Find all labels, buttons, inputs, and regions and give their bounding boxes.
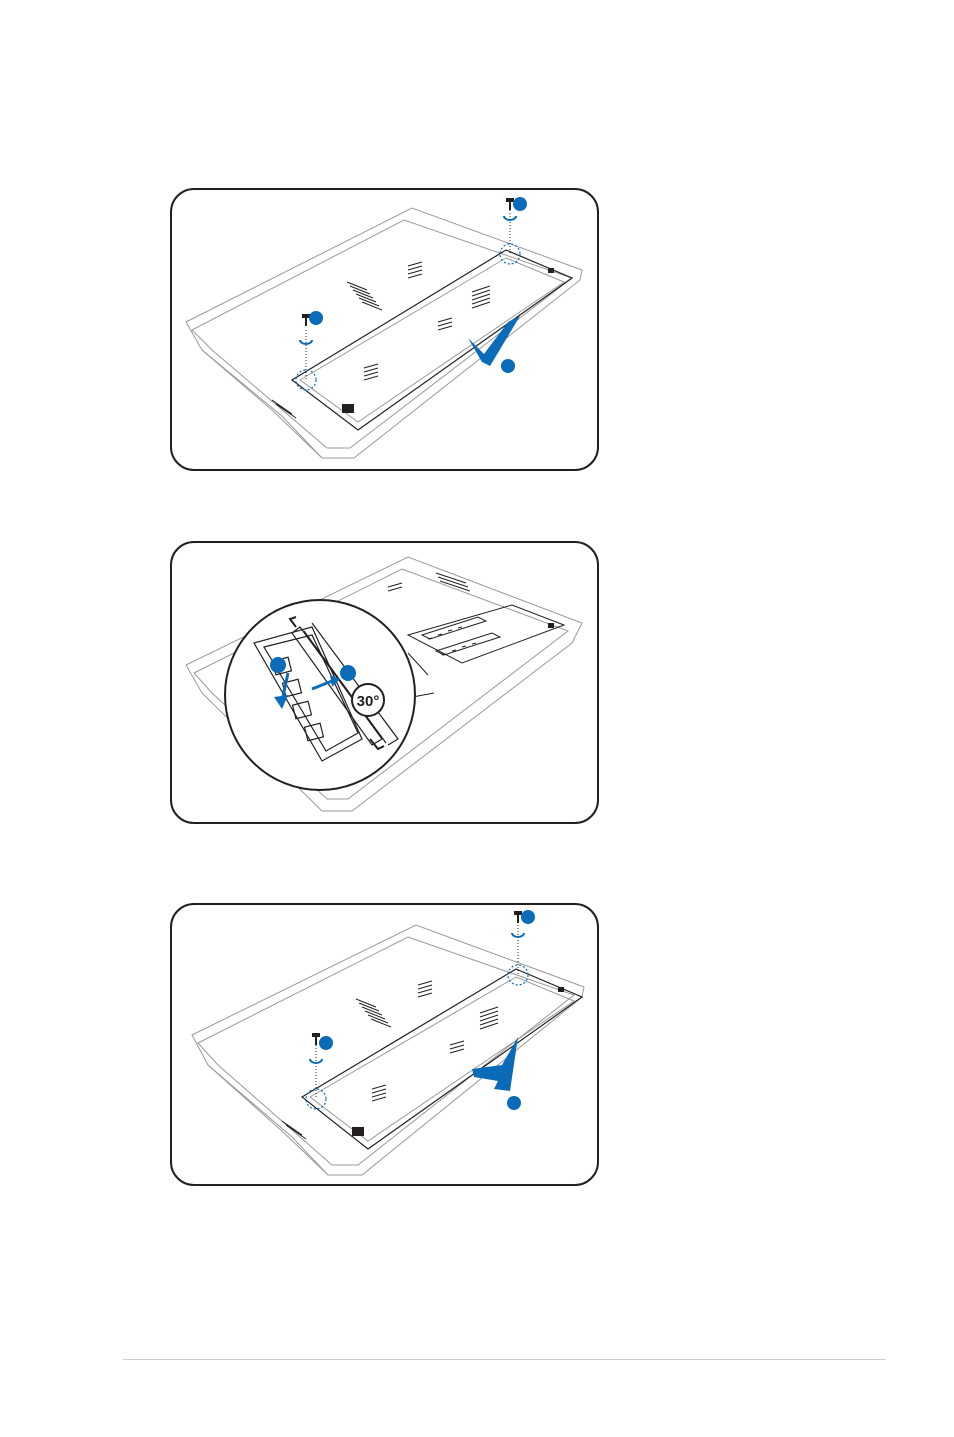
illustration-panel-remove-cover [170, 188, 599, 471]
angle-label: 30° [357, 693, 380, 710]
illustration-panel-remove-memory: 30° [170, 541, 599, 824]
callout-2 [521, 910, 535, 924]
callout-3 [507, 1096, 521, 1110]
callout-3 [501, 359, 515, 373]
footer-divider [123, 1359, 886, 1360]
callout-2 [513, 197, 527, 211]
memory-removal-illustration: 30° [172, 543, 599, 824]
callout-1 [309, 311, 323, 325]
laptop-bottom-illustration [172, 905, 599, 1186]
laptop-bottom-illustration [172, 190, 599, 471]
callout-2 [340, 665, 356, 681]
callout-1 [319, 1036, 333, 1050]
illustration-panel-replace-cover [170, 903, 599, 1186]
callout-1 [270, 657, 286, 673]
